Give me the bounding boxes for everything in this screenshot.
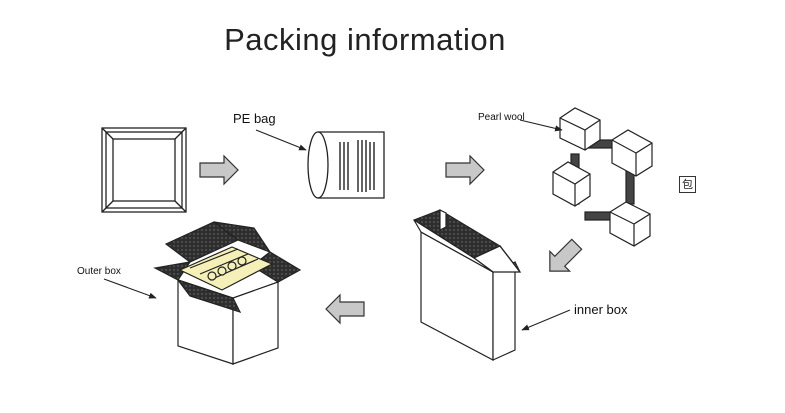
pe-bag-pointer [255,129,307,151]
inner-box-label: inner box [574,302,628,317]
outer-box-label: Outer box [77,266,121,277]
arrow-left-icon [325,293,365,325]
page-title: Packing information [224,22,506,57]
pe-bag-label: PE bag [233,111,276,126]
pearl-wool-drawing [552,107,653,247]
arrow-right-icon [445,154,485,186]
pearl-wool-label: Pearl wool [478,112,525,123]
arrow-down-left-icon [549,238,583,272]
pe-bag-drawing [307,131,385,199]
inner-box-drawing [412,209,522,361]
stamp-icon: 包 [679,176,696,193]
arrow-right-icon [199,154,239,186]
panel-frame [101,127,187,213]
outer-box-pointer [103,278,157,299]
pearl-wool-pointer [519,119,563,132]
outer-box-drawing [153,221,302,365]
inner-box-pointer [521,309,571,331]
